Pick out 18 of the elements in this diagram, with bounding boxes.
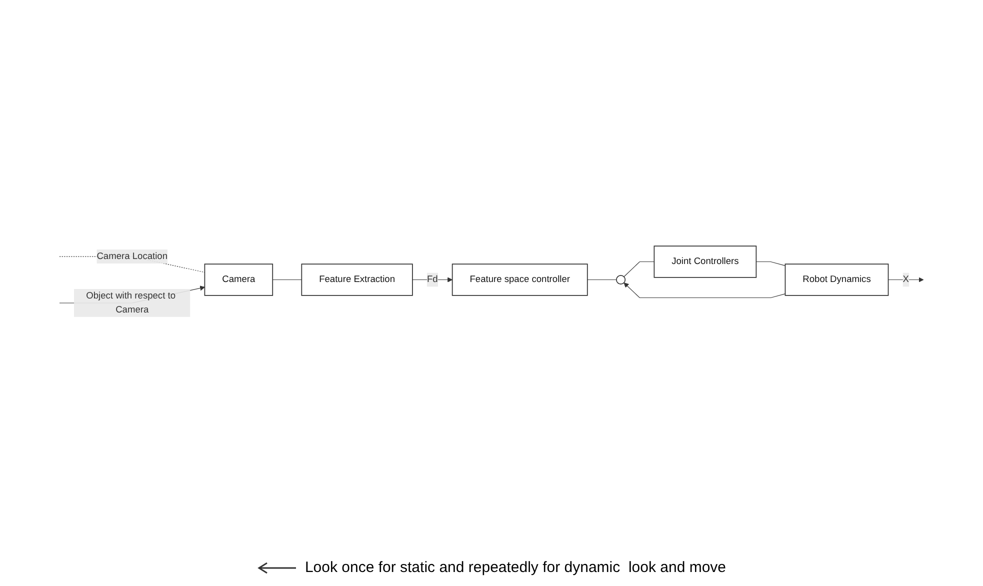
connector — [272, 279, 302, 280]
node-box: Feature space controller — [452, 264, 588, 296]
edge-label: Camera Location — [96, 251, 168, 262]
edge-label: X — [902, 274, 909, 284]
edge-label: Fd — [426, 274, 438, 284]
edge-label: Object with respect to Camera — [86, 290, 176, 315]
connector — [624, 261, 654, 278]
node-box: Feature Extraction — [301, 264, 413, 296]
node-box: Joint Controllers — [654, 246, 757, 278]
note-text: Look once for static and repeatedly for dynamic look and move — [304, 559, 726, 576]
arrow — [888, 277, 924, 282]
node-box: Robot Dynamics — [784, 264, 889, 296]
node-box: Camera — [204, 264, 274, 296]
arrow — [624, 282, 786, 298]
node-circle — [616, 274, 626, 285]
connector — [587, 279, 617, 280]
arrow — [412, 277, 453, 282]
connector — [756, 261, 786, 266]
